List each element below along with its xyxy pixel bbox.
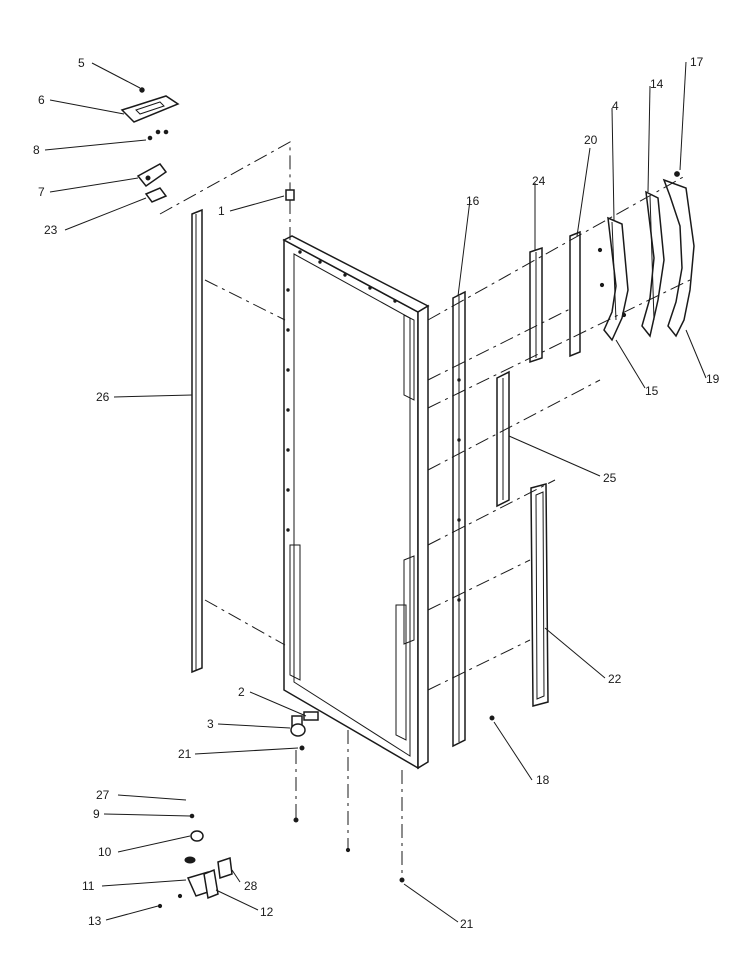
callout-13: 13 bbox=[88, 914, 102, 928]
callout-12: 12 bbox=[260, 905, 274, 919]
callout-28: 28 bbox=[244, 879, 258, 893]
door-panel bbox=[282, 235, 430, 770]
callout-27: 27 bbox=[96, 788, 110, 802]
callout-11: 11 bbox=[82, 879, 95, 893]
callout-24: 24 bbox=[532, 174, 546, 188]
callout-3: 3 bbox=[207, 717, 214, 731]
callout-6: 6 bbox=[38, 93, 45, 107]
callout-23: 23 bbox=[44, 223, 58, 237]
strip-22 bbox=[530, 483, 549, 707]
handle-assembly bbox=[597, 171, 695, 342]
callout-22: 22 bbox=[608, 672, 622, 686]
callout-10: 10 bbox=[98, 845, 112, 859]
callout-1: 1 bbox=[218, 204, 225, 218]
alignment-lines bbox=[159, 141, 691, 878]
callout-21-bottom: 21 bbox=[460, 917, 474, 931]
gasket-strip bbox=[191, 208, 203, 674]
callout-4: 4 bbox=[612, 99, 619, 113]
callout-21-top: 21 bbox=[178, 747, 192, 761]
callout-14: 14 bbox=[650, 77, 664, 91]
callout-19: 19 bbox=[706, 372, 720, 386]
callout-15: 15 bbox=[645, 384, 659, 398]
strip-25 bbox=[496, 370, 510, 508]
callout-7: 7 bbox=[38, 185, 45, 199]
callout-2: 2 bbox=[238, 685, 245, 699]
callout-25: 25 bbox=[603, 471, 617, 485]
callout-18: 18 bbox=[536, 773, 550, 787]
callout-26: 26 bbox=[96, 390, 110, 404]
callout-9: 9 bbox=[93, 807, 100, 821]
callout-labels: 5 6 8 7 23 1 26 16 24 20 4 14 17 15 19 2… bbox=[33, 55, 720, 931]
leader-lines bbox=[44, 61, 707, 923]
trim-bar bbox=[452, 290, 466, 748]
callout-8: 8 bbox=[33, 143, 40, 157]
callout-5: 5 bbox=[78, 56, 85, 70]
bottom-hinge-assembly bbox=[157, 711, 495, 909]
callout-17: 17 bbox=[690, 55, 704, 69]
frame-screws bbox=[286, 250, 397, 532]
top-hinge-assembly bbox=[120, 87, 295, 203]
strip-20 bbox=[569, 230, 581, 358]
callout-16: 16 bbox=[466, 194, 480, 208]
strip-24 bbox=[529, 246, 543, 364]
callout-20: 20 bbox=[584, 133, 598, 147]
